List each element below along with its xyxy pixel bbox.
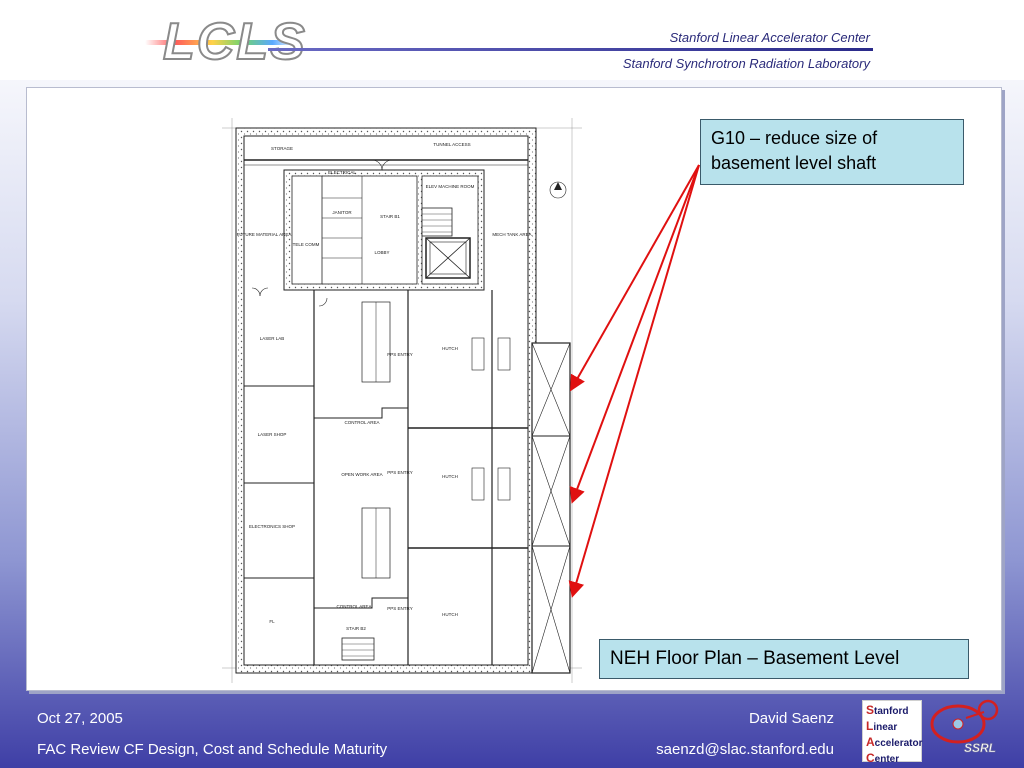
label-future-material-area: FUTURE MATERIAL AREA xyxy=(237,232,292,237)
label-tunnel-access: TUNNEL ACCESS xyxy=(433,142,470,147)
slide-header: LCLS Stanford Linear Accelerator Center … xyxy=(0,0,1024,80)
label-janitor: JANITOR xyxy=(332,210,352,215)
arrow-to-shaft-middle xyxy=(569,164,700,504)
slac-logo: Stanford Linear Accelerator Center xyxy=(862,700,922,765)
label-hutch-1: HUTCH xyxy=(442,346,458,351)
lcls-logo-text: LCLS xyxy=(162,12,307,72)
content-panel: STORAGE TUNNEL ACCESS ELECTRICAL ELEV MA… xyxy=(26,87,1002,691)
arrow-to-shaft-lower xyxy=(568,164,700,598)
ssrl-logo: SSRL xyxy=(926,698,1006,758)
label-stair-b2: STAIR B2 xyxy=(346,626,366,631)
label-electronics-shop: ELECTRONICS SHOP xyxy=(249,524,295,529)
label-electrical: ELECTRICAL xyxy=(328,170,356,175)
org-name-ssrl: Stanford Synchrotron Radiation Laborator… xyxy=(622,56,870,71)
label-hutch-3: HUTCH xyxy=(442,612,458,617)
footer-date: Oct 27, 2005 xyxy=(37,710,123,727)
footer-title: FAC Review CF Design, Cost and Schedule … xyxy=(37,741,388,758)
footer-email: saenzd@slac.stanford.edu xyxy=(656,741,834,758)
label-control-area-1: CONTROL AREA xyxy=(344,420,379,425)
org-name-slac: Stanford Linear Accelerator Center xyxy=(669,30,870,45)
lcls-logo: LCLS xyxy=(145,10,307,72)
footer-author: David Saenz xyxy=(748,710,834,727)
ssrl-logo-icon: SSRL xyxy=(930,699,999,755)
label-pps-entry-2: PPS ENTRY xyxy=(387,470,412,475)
label-storage: STORAGE xyxy=(271,146,293,151)
ssrl-logo-text: SSRL xyxy=(964,741,996,755)
label-elev-machine-room: ELEV MACHINE ROOM xyxy=(426,184,475,189)
label-control-area-2: CONTROL AREA xyxy=(336,604,371,609)
logo-streak xyxy=(145,40,295,45)
header-divider xyxy=(268,48,873,51)
floor-plan-drawing: STORAGE TUNNEL ACCESS ELECTRICAL ELEV MA… xyxy=(222,118,582,683)
label-open-work-area: OPEN WORK AREA xyxy=(341,472,382,477)
label-mech-tank-area: MECH TANK AREA xyxy=(492,232,531,237)
floor-plan-svg: STORAGE TUNNEL ACCESS ELECTRICAL ELEV MA… xyxy=(222,118,582,683)
label-pps-entry-1: PPS ENTRY xyxy=(387,352,412,357)
floor-plan-caption: NEH Floor Plan – Basement Level xyxy=(599,639,969,679)
label-tele-comm: TELE COMM xyxy=(293,242,320,247)
label-pps-entry-3: PPS ENTRY xyxy=(387,606,412,611)
label-hutch-2: HUTCH xyxy=(442,474,458,479)
label-laser-shop: LASER SHOP xyxy=(258,432,287,437)
label-stair-b1: STAIR B1 xyxy=(380,214,400,219)
arrow-to-shaft-upper xyxy=(570,164,700,392)
label-laser-lab: LASER LAB xyxy=(260,336,285,341)
note-g10: G10 – reduce size of basement level shaf… xyxy=(700,119,964,185)
label-lobby: LOBBY xyxy=(374,250,389,255)
label-fl: FL xyxy=(269,619,275,624)
